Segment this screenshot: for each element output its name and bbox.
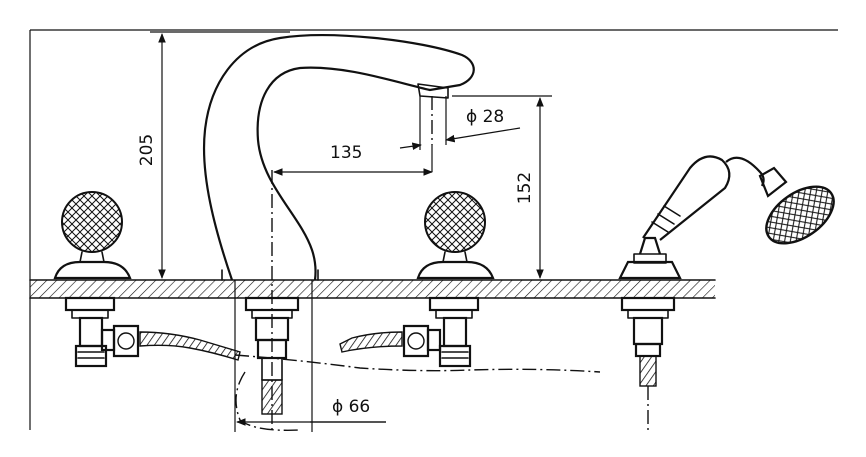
dimension-spout-height: 205 [137, 31, 290, 279]
right-valve-assembly [339, 296, 480, 368]
outlet-diameter-label: ϕ 28 [466, 107, 504, 127]
countertop [29, 279, 716, 299]
spout-height-label: 205 [137, 134, 157, 166]
spout [202, 34, 475, 281]
dimension-base-diameter: ϕ 66 [236, 397, 386, 426]
hand-shower [618, 155, 835, 280]
drawing-frame [29, 29, 838, 430]
spout-reach-label: 135 [330, 143, 362, 163]
centerlines [234, 170, 313, 432]
outlet-height-label: 152 [515, 172, 535, 204]
dimension-spout-reach: 135 [273, 143, 433, 176]
right-handle [416, 191, 495, 280]
spout-mount-assembly [234, 296, 601, 431]
dimension-outlet-height: 152 [452, 95, 552, 279]
base-diameter-label: ϕ 66 [332, 397, 370, 417]
shower-mount-assembly [620, 296, 676, 432]
left-valve-assembly [64, 296, 241, 368]
left-handle [53, 191, 132, 280]
dimension-outlet-diameter: ϕ 28 [399, 96, 521, 151]
